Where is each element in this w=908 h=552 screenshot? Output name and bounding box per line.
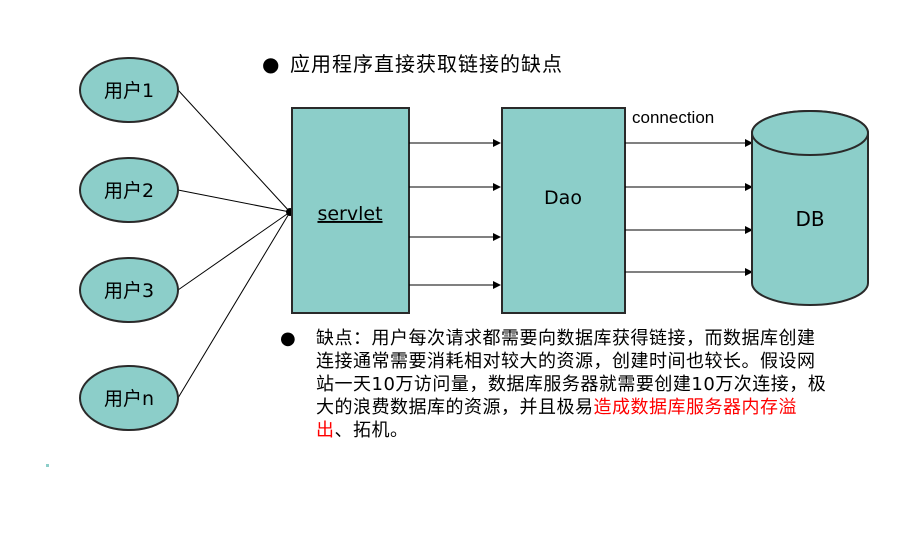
user-node-n: 用户n	[79, 365, 179, 431]
user-label-2: 用户2	[104, 180, 154, 202]
user-node-3: 用户3	[79, 257, 179, 323]
user-connection-lines	[177, 89, 291, 399]
bullet-heading-text: 应用程序直接获取链接的缺点	[290, 52, 563, 76]
description-text-end: 、拓机。	[334, 420, 409, 441]
user-node-2: 用户2	[79, 157, 179, 223]
bullet-heading: ● 应用程序直接获取链接的缺点	[262, 48, 563, 77]
user-line-n	[177, 211, 291, 399]
bullet-description-paragraph: 缺点：用户每次请求都需要向数据库获得链接，而数据库创建连接通常需要消耗相对较大的…	[272, 327, 832, 442]
user-line-1	[177, 89, 291, 213]
user-line-3	[177, 211, 291, 291]
servlet-box: servlet	[291, 107, 410, 314]
corner-mark	[46, 464, 49, 467]
user-node-1: 用户1	[79, 57, 179, 123]
description-text: 缺点：用户每次请求都需要向数据库获得链接，而数据库创建连接通常需要消耗相对较大的…	[316, 328, 827, 418]
connection-label: connection	[632, 108, 714, 127]
user-label-3: 用户3	[104, 280, 154, 302]
user-label-n: 用户n	[104, 388, 154, 410]
description-highlight: 造成数据库服务器内存溢出	[316, 397, 797, 441]
servlet-label: servlet	[317, 203, 382, 225]
user-line-2	[177, 189, 291, 213]
dao-label: Dao	[544, 187, 582, 209]
database-cylinder: DB	[751, 110, 869, 306]
dao-box: Dao	[501, 107, 626, 314]
user-label-1: 用户1	[104, 80, 154, 102]
bullet-dot-icon: ●	[280, 328, 297, 349]
dao-to-db-arrows	[625, 139, 753, 276]
servlet-to-dao-arrows	[409, 139, 501, 289]
bullet-description: ● 缺点：用户每次请求都需要向数据库获得链接，而数据库创建连接通常需要消耗相对较…	[272, 327, 832, 442]
db-label: DB	[795, 207, 824, 231]
bullet-dot-icon: ●	[262, 52, 281, 76]
